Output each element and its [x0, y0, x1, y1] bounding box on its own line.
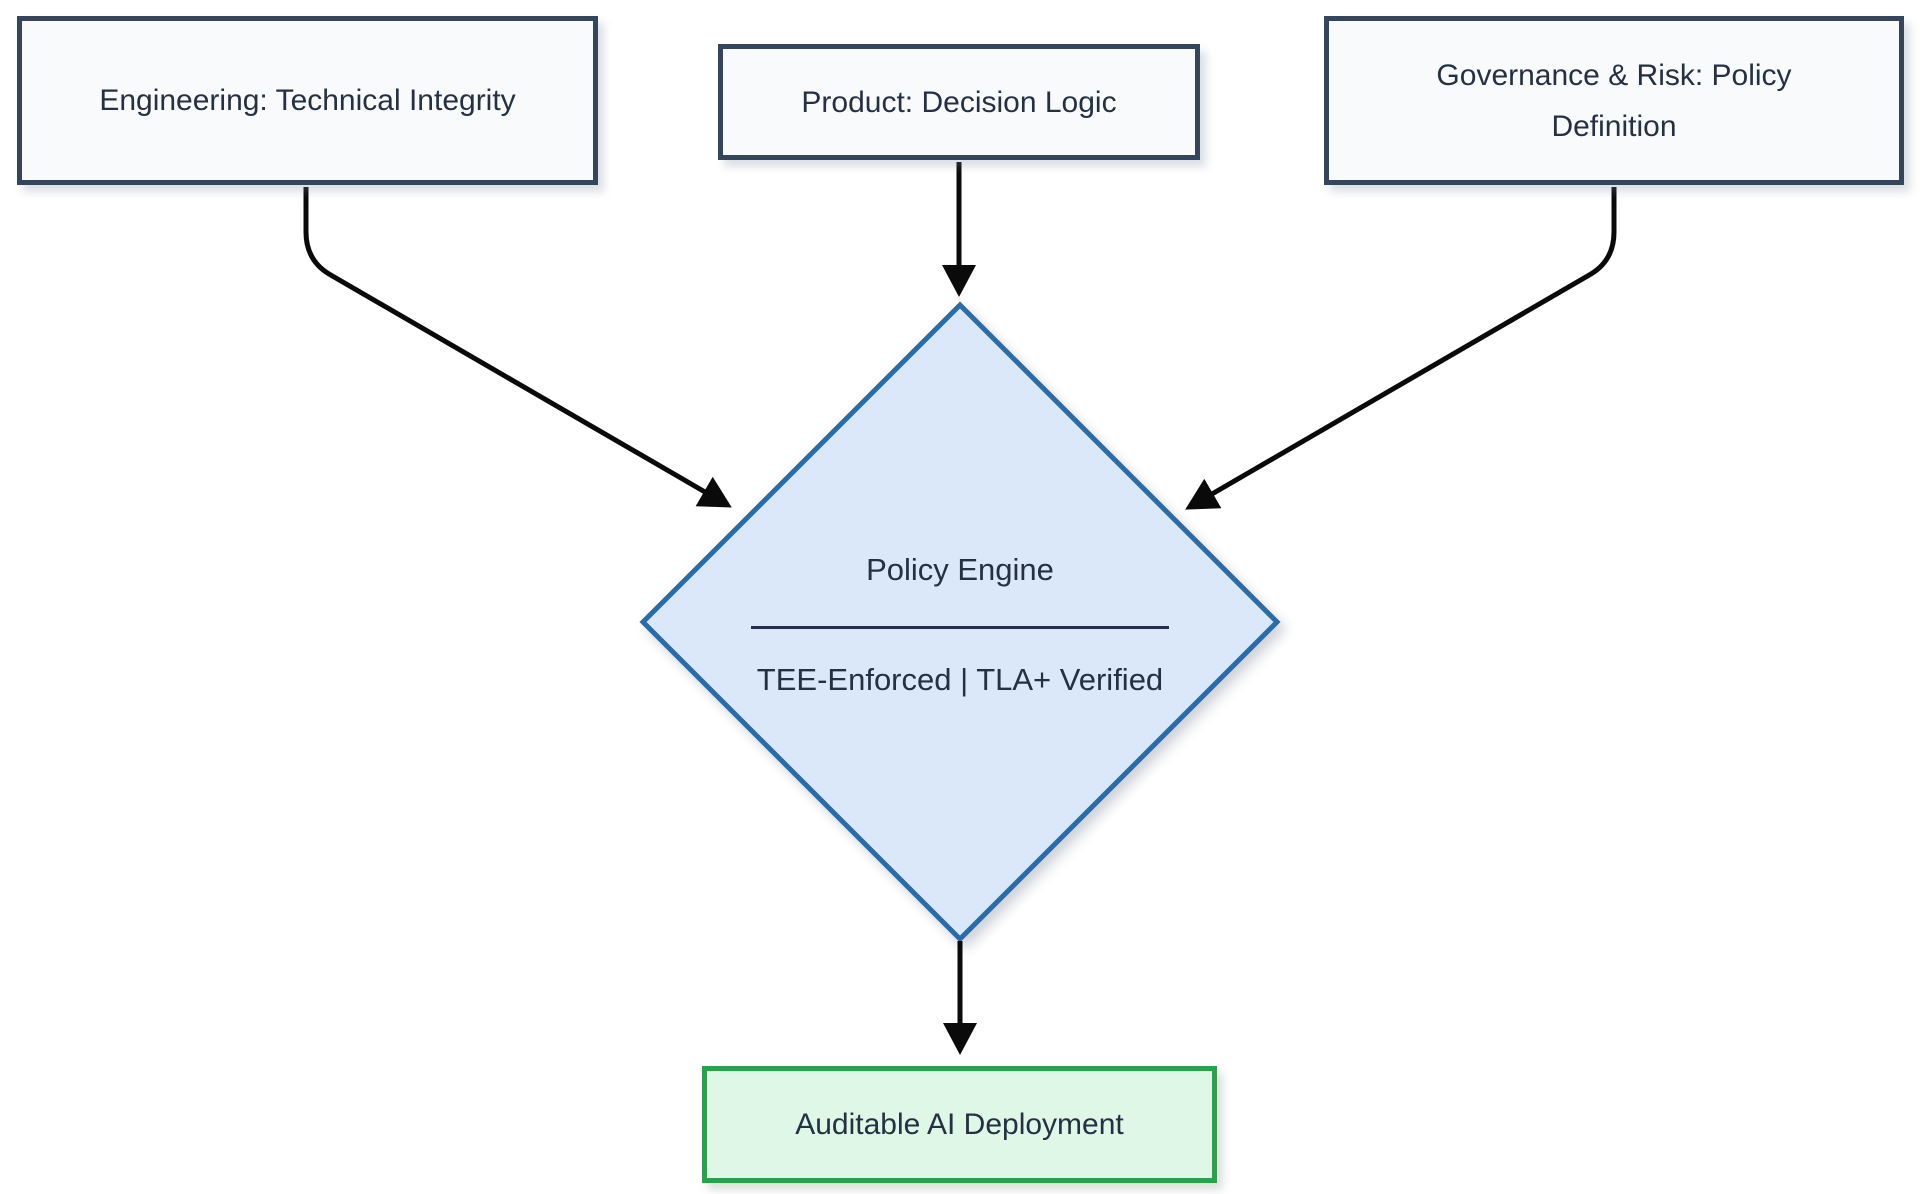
node-engineering: Engineering: Technical Integrity	[17, 16, 598, 185]
policy-engine-subtitle: TEE-Enforced | TLA+ Verified	[756, 662, 1164, 697]
node-engineering-label: Engineering: Technical Integrity	[99, 84, 516, 117]
node-deployment: Auditable AI Deployment	[702, 1066, 1217, 1183]
node-product: Product: Decision Logic	[718, 44, 1200, 160]
edge-engineering-to-policy-engine	[303, 187, 732, 508]
policy-engine-diamond	[639, 301, 1281, 943]
edge-governance-to-policy-engine	[1185, 187, 1617, 510]
policy-engine-title: Policy Engine	[866, 552, 1054, 587]
node-deployment-label: Auditable AI Deployment	[795, 1108, 1124, 1141]
policy-engine-divider	[751, 626, 1169, 629]
node-governance: Governance & Risk: Policy Definition	[1324, 16, 1904, 185]
node-governance-label: Governance & Risk: Policy Definition	[1436, 58, 1792, 143]
node-product-label: Product: Decision Logic	[801, 85, 1117, 119]
